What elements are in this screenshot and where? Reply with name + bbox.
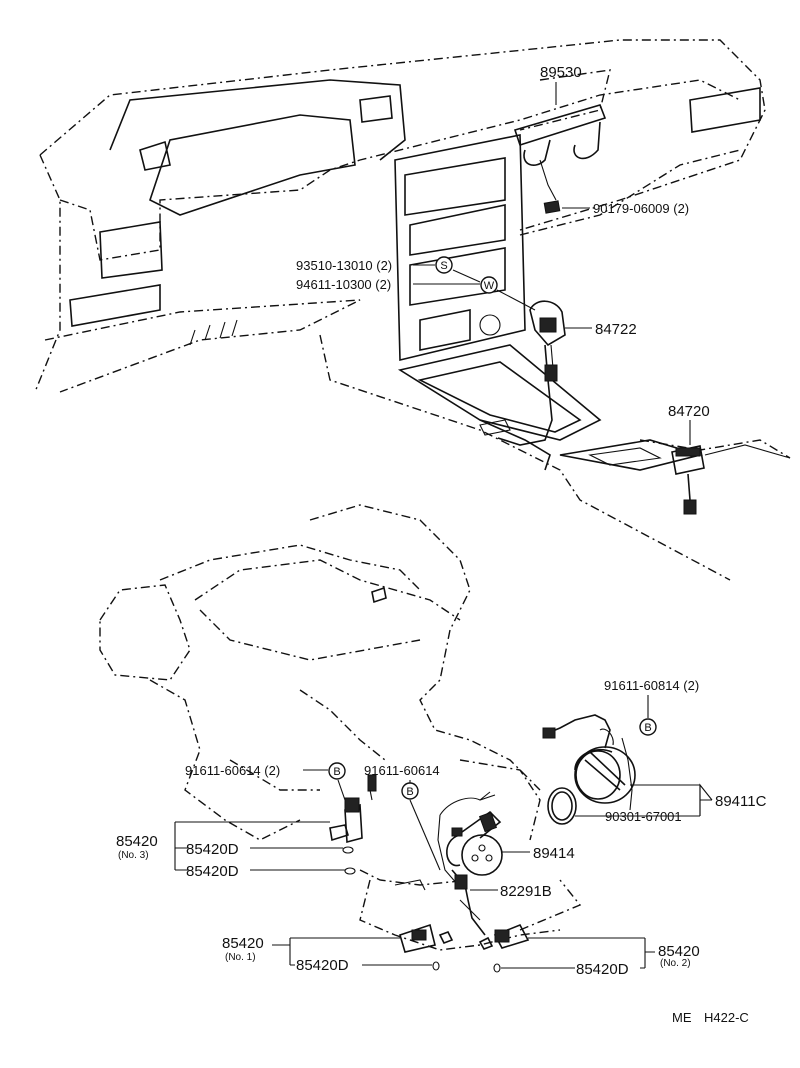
label-84720: 84720: [668, 403, 710, 420]
label-90179-06009: 90179-06009 (2): [593, 201, 689, 216]
part-89411c: [542, 714, 636, 811]
footer-code-right: H422-C: [704, 1010, 749, 1025]
label-82291b: 82291B: [500, 883, 552, 900]
label-85420-no1-sub: (No. 1): [225, 952, 256, 963]
label-89414: 89414: [533, 845, 575, 862]
label-89530: 89530: [540, 64, 582, 81]
symbol-b-circle-top: B: [639, 718, 657, 736]
part-84722: [497, 300, 566, 446]
part-85420-no2: [478, 923, 530, 973]
part-84720: [671, 444, 791, 515]
label-91611-60614-left: 91611-60614 (2): [185, 763, 280, 778]
label-85420d-3: 85420D: [296, 957, 349, 974]
symbol-s-text: S: [440, 260, 447, 272]
leader-lines: [174, 82, 713, 969]
symbol-w-circle: W: [480, 276, 498, 294]
label-85420-no2: 85420: [658, 943, 700, 960]
symbol-b-text: B: [644, 722, 651, 734]
label-85420d-4: 85420D: [576, 961, 629, 978]
label-85420-no3: 85420: [116, 833, 158, 850]
label-85420-no2-sub: (No. 2): [660, 958, 691, 969]
label-89411c: 89411C: [715, 793, 767, 810]
label-91611-60814: 91611-60814 (2): [604, 678, 699, 693]
label-85420-no1: 85420: [222, 935, 264, 952]
label-94611-10300: 94611-10300 (2): [296, 277, 391, 292]
part-85420-no1: [399, 923, 454, 971]
symbol-s-circle: S: [435, 256, 453, 274]
label-93510-13010: 93510-13010 (2): [296, 258, 392, 273]
engine-outline: [99, 504, 582, 951]
label-84722: 84722: [595, 321, 637, 338]
label-85420-no3-sub: (No. 3): [118, 850, 149, 861]
symbol-b-circle-left: B: [328, 762, 346, 780]
part-90301: [547, 787, 577, 825]
footer-code-left: ME: [672, 1010, 692, 1025]
part-85420-no3: [329, 774, 377, 875]
part-89530: [513, 104, 607, 214]
label-85420d-1: 85420D: [186, 841, 239, 858]
symbol-w-text: W: [484, 280, 495, 292]
part-89414: [437, 791, 503, 886]
part-82291b: [451, 869, 486, 936]
label-91611-60614-mid: 91611-60614: [364, 763, 440, 778]
symbol-b-text: B: [406, 786, 413, 798]
symbol-b-circle-mid: B: [401, 782, 419, 800]
label-85420d-2: 85420D: [186, 863, 239, 880]
symbol-b-text: B: [333, 766, 340, 778]
dashboard-outline: [34, 39, 791, 581]
label-90301-67001: 90301-67001: [605, 809, 682, 824]
